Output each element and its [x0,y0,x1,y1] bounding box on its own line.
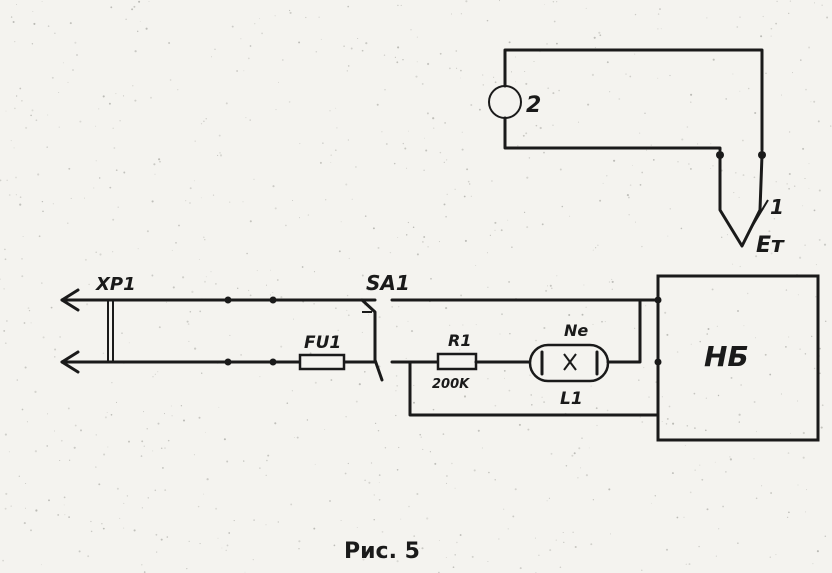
lamp-l1-symbol [528,343,610,383]
meter-circuit [488,48,769,248]
resistor-r1-symbol [436,352,478,371]
label-r1-value: 200K [432,377,470,392]
thermocouple-leader [749,199,769,231]
label-meter-2: 2 [526,93,541,118]
fuse-fu1-symbol [298,353,346,371]
figure-caption: Рис. 5 [344,539,420,564]
thermocouple-symbol [718,153,764,248]
label-sa1: SA1 [366,271,410,295]
indicator-branch [408,296,662,417]
label-r1: R1 [448,331,471,350]
label-l1: L1 [560,389,583,409]
switch-sa1-symbol [360,298,642,382]
label-fu1: FU1 [304,333,341,353]
label-unit-nb: НБ [704,340,749,373]
label-thermocouple-1: 1 [770,195,784,219]
meter-2-symbol [488,85,522,119]
label-xp1: XP1 [95,274,136,295]
unit-nb-box [656,274,820,442]
label-emf: Eт [756,233,785,258]
label-ne: Ne [564,321,588,340]
